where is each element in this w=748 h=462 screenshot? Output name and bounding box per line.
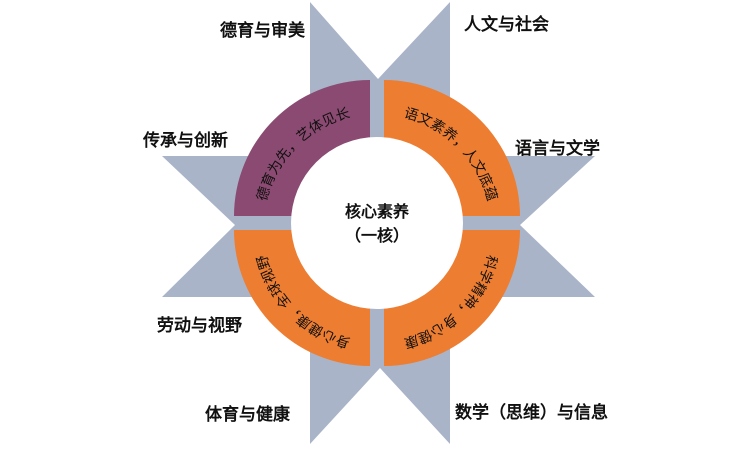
quadrant-top-left <box>234 80 370 216</box>
label-language-literature: 语言与文学 <box>515 139 600 159</box>
center-title-line2: （一核） <box>344 226 409 245</box>
label-moral-aesthetic: 德育与审美 <box>220 21 305 41</box>
label-pe-health: 体育与健康 <box>205 405 290 425</box>
label-math-info: 数学（思维）与信息 <box>455 403 608 423</box>
quadrant-bottom-left <box>234 230 370 366</box>
label-humanities-society: 人文与社会 <box>464 15 549 35</box>
label-heritage-innovation: 传承与创新 <box>143 131 228 151</box>
center-circle <box>291 137 463 309</box>
label-labor-vision: 劳动与视野 <box>157 316 242 336</box>
center-title-line1: 核心素养 <box>344 202 409 221</box>
center-title: 核心素养 （一核） <box>317 200 437 248</box>
quadrant-top-right <box>384 80 520 216</box>
quadrant-bottom-right <box>384 230 520 366</box>
